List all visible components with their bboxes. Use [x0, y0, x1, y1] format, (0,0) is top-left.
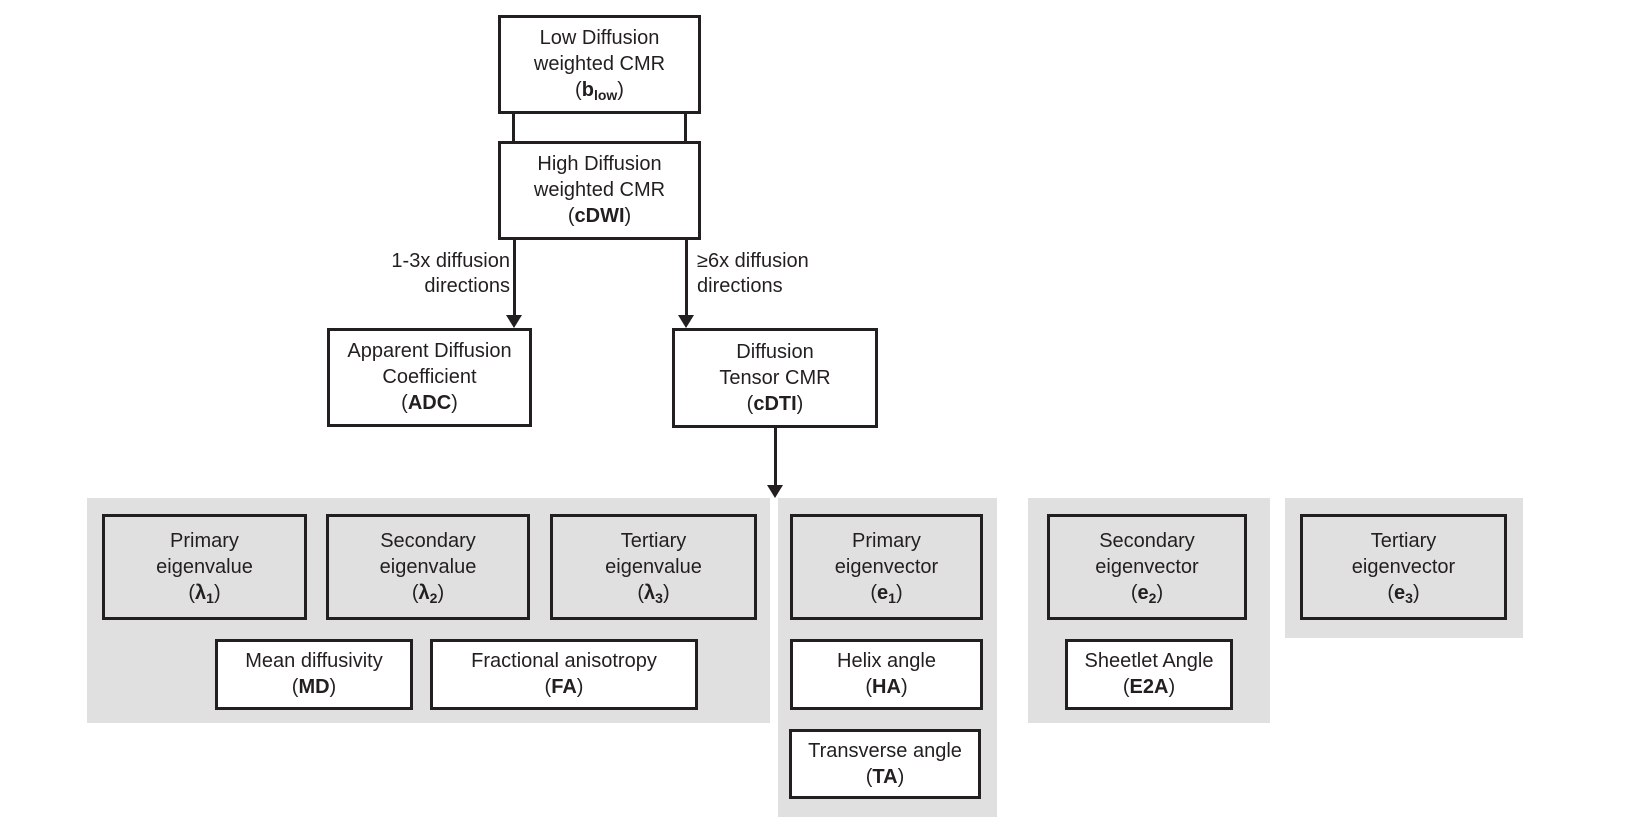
- node-text-line: eigenvector: [834, 555, 939, 578]
- node-abbreviation: (ADC): [401, 392, 458, 414]
- arrow-to-adc: [513, 240, 516, 315]
- node-text-line: eigenvector: [1351, 555, 1456, 578]
- node-text-line: Tensor CMR: [719, 366, 831, 389]
- node-abbreviation: (TA): [865, 765, 905, 788]
- node-text-line: weighted CMR: [533, 53, 666, 75]
- node-apparent-diffusion-coefficient: Apparent Diffusion Coefficient (ADC): [327, 328, 532, 427]
- node-abbreviation: (λ1): [188, 581, 221, 606]
- node-text-line: Secondary: [380, 529, 476, 552]
- node-text-line: eigenvalue: [379, 555, 477, 578]
- node-abbreviation: (e3): [1387, 581, 1420, 606]
- node-text-line: Transverse angle: [808, 739, 962, 762]
- node-text-line: Primary: [170, 529, 239, 552]
- node-helix-angle: Helix angle (HA): [790, 639, 983, 710]
- node-tertiary-eigenvalue: Tertiary eigenvalue (λ3): [550, 514, 757, 620]
- node-text-line: eigenvalue: [156, 555, 253, 578]
- edge-label-line: ≥6x diffusion: [697, 250, 809, 272]
- node-abbreviation: (λ2): [411, 581, 445, 606]
- arrowhead-to-parameters: [767, 485, 783, 498]
- node-text-line: Primary: [852, 529, 921, 552]
- edge-label-low-directions: 1-3x diffusion directions: [310, 249, 510, 299]
- node-abbreviation: (HA): [865, 676, 908, 698]
- node-text-line: Secondary: [1099, 529, 1195, 552]
- node-abbreviation: (λ3): [637, 581, 670, 606]
- node-text-line: High Diffusion: [537, 153, 662, 175]
- node-low-diffusion-cmr: Low Diffusion weighted CMR (blow): [498, 15, 701, 114]
- arrow-to-parameters: [774, 428, 777, 485]
- edge-label-line: 1-3x diffusion: [391, 250, 510, 272]
- node-text-line: Sheetlet Angle: [1084, 650, 1214, 672]
- node-abbreviation: (blow): [575, 79, 624, 103]
- node-text-line: Mean diffusivity: [245, 650, 383, 672]
- node-transverse-angle: Transverse angle (TA): [789, 729, 981, 799]
- node-mean-diffusivity: Mean diffusivity (MD): [215, 639, 413, 710]
- edge-label-line: directions: [697, 275, 783, 297]
- connector-right-line: [684, 114, 687, 141]
- node-fractional-anisotropy: Fractional anisotropy (FA): [430, 639, 698, 710]
- node-text-line: Apparent Diffusion: [347, 340, 512, 362]
- node-abbreviation: (cDTI): [746, 392, 804, 415]
- node-abbreviation: (e1): [870, 581, 903, 606]
- edge-label-line: directions: [424, 275, 510, 297]
- arrowhead-to-cdti: [678, 315, 694, 328]
- node-text-line: Helix angle: [837, 650, 936, 672]
- arrow-to-cdti: [685, 240, 688, 315]
- node-abbreviation: (MD): [291, 676, 337, 698]
- node-text-line: weighted CMR: [533, 179, 666, 201]
- node-primary-eigenvalue: Primary eigenvalue (λ1): [102, 514, 307, 620]
- node-text-line: eigenvector: [1095, 555, 1199, 578]
- node-text-line: Tertiary: [1370, 529, 1437, 552]
- node-primary-eigenvector: Primary eigenvector (e1): [790, 514, 983, 620]
- node-secondary-eigenvalue: Secondary eigenvalue (λ2): [326, 514, 530, 620]
- edge-label-high-directions: ≥6x diffusion directions: [697, 249, 907, 299]
- node-tertiary-eigenvector: Tertiary eigenvector (e3): [1300, 514, 1507, 620]
- node-abbreviation: (E2A): [1122, 676, 1176, 698]
- node-diffusion-tensor-cmr: Diffusion Tensor CMR (cDTI): [672, 328, 878, 428]
- node-text-line: Tertiary: [620, 529, 687, 552]
- node-high-diffusion-cmr: High Diffusion weighted CMR (cDWI): [498, 141, 701, 240]
- arrowhead-to-adc: [506, 315, 522, 328]
- node-text-line: Fractional anisotropy: [471, 650, 657, 672]
- node-text-line: Low Diffusion: [539, 27, 660, 49]
- node-abbreviation: (cDWI): [567, 205, 632, 227]
- node-abbreviation: (e2): [1130, 581, 1164, 606]
- node-text-line: eigenvalue: [605, 555, 702, 578]
- node-secondary-eigenvector: Secondary eigenvector (e2): [1047, 514, 1247, 620]
- node-text-line: Coefficient: [382, 366, 477, 388]
- node-text-line: Diffusion: [736, 340, 814, 363]
- connector-left-line: [512, 114, 515, 141]
- node-sheetlet-angle: Sheetlet Angle (E2A): [1065, 639, 1233, 710]
- node-abbreviation: (FA): [544, 676, 584, 698]
